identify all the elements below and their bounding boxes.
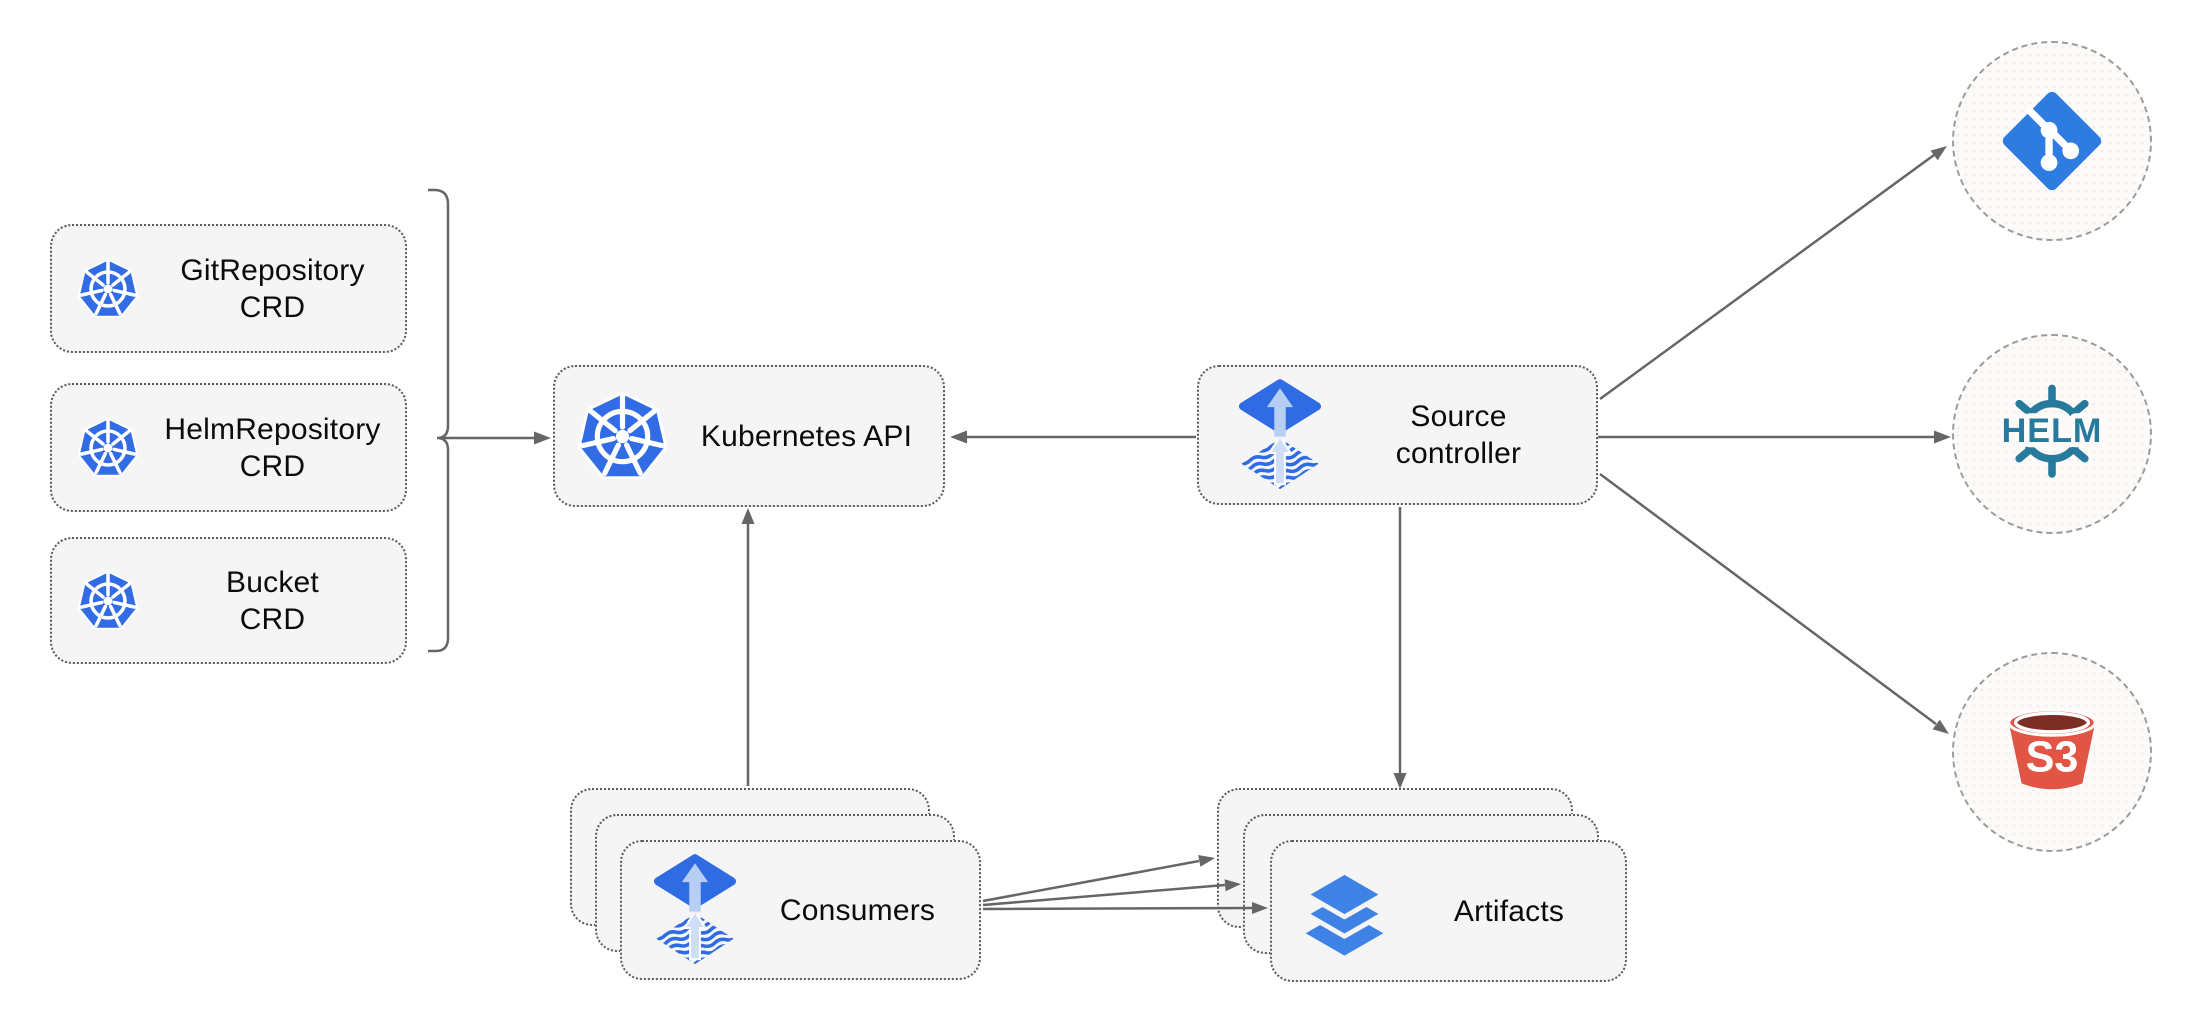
helm-logo-text: HELM (2002, 412, 2103, 450)
node-label: GitRepository CRD (180, 253, 365, 324)
kubernetes-icon (76, 416, 140, 480)
node-bucket-crd: Bucket CRD (50, 537, 407, 664)
flux-icon (1239, 379, 1321, 491)
helm-wheel-icon: HELM (1995, 377, 2109, 491)
node-helm-endpoint: HELM (1952, 334, 2152, 534)
git-icon (1993, 82, 2111, 200)
layers-icon (1296, 866, 1393, 956)
node-git-endpoint (1952, 41, 2152, 241)
node-helmrepository-crd: HelmRepository CRD (50, 383, 407, 512)
kubernetes-icon (76, 569, 140, 633)
node-label: Artifacts (1453, 894, 1565, 928)
node-label: Kubernetes API (700, 419, 913, 453)
s3-logo-text: S3 (2026, 734, 2079, 782)
edge-consumers-to-artifacts-1 (982, 859, 1200, 903)
kubernetes-icon (76, 257, 140, 321)
edge-consumers-to-artifacts-2 (982, 883, 1226, 907)
edge-consumers-to-artifacts-3 (982, 906, 1253, 911)
node-label: HelmRepository CRD (164, 412, 381, 483)
node-label: Source controller (1395, 400, 1522, 470)
edge-source-to-s3 (1599, 472, 1937, 726)
flux-icon (654, 854, 736, 966)
node-consumers: Consumers (620, 840, 981, 980)
node-artifacts: Artifacts (1270, 840, 1627, 982)
node-label: Bucket CRD (226, 565, 319, 636)
s3-bucket-icon: S3 (1997, 699, 2107, 805)
node-gitrepository-crd: GitRepository CRD (50, 224, 407, 353)
node-label: Consumers (779, 893, 936, 927)
kubernetes-icon (575, 389, 670, 484)
edge-source-to-git (1599, 153, 1935, 401)
crd-group-bracket (428, 188, 450, 653)
node-source-controller: Source controller (1197, 365, 1598, 505)
node-kubernetes-api: Kubernetes API (553, 365, 945, 507)
node-s3-endpoint: S3 (1952, 652, 2152, 852)
